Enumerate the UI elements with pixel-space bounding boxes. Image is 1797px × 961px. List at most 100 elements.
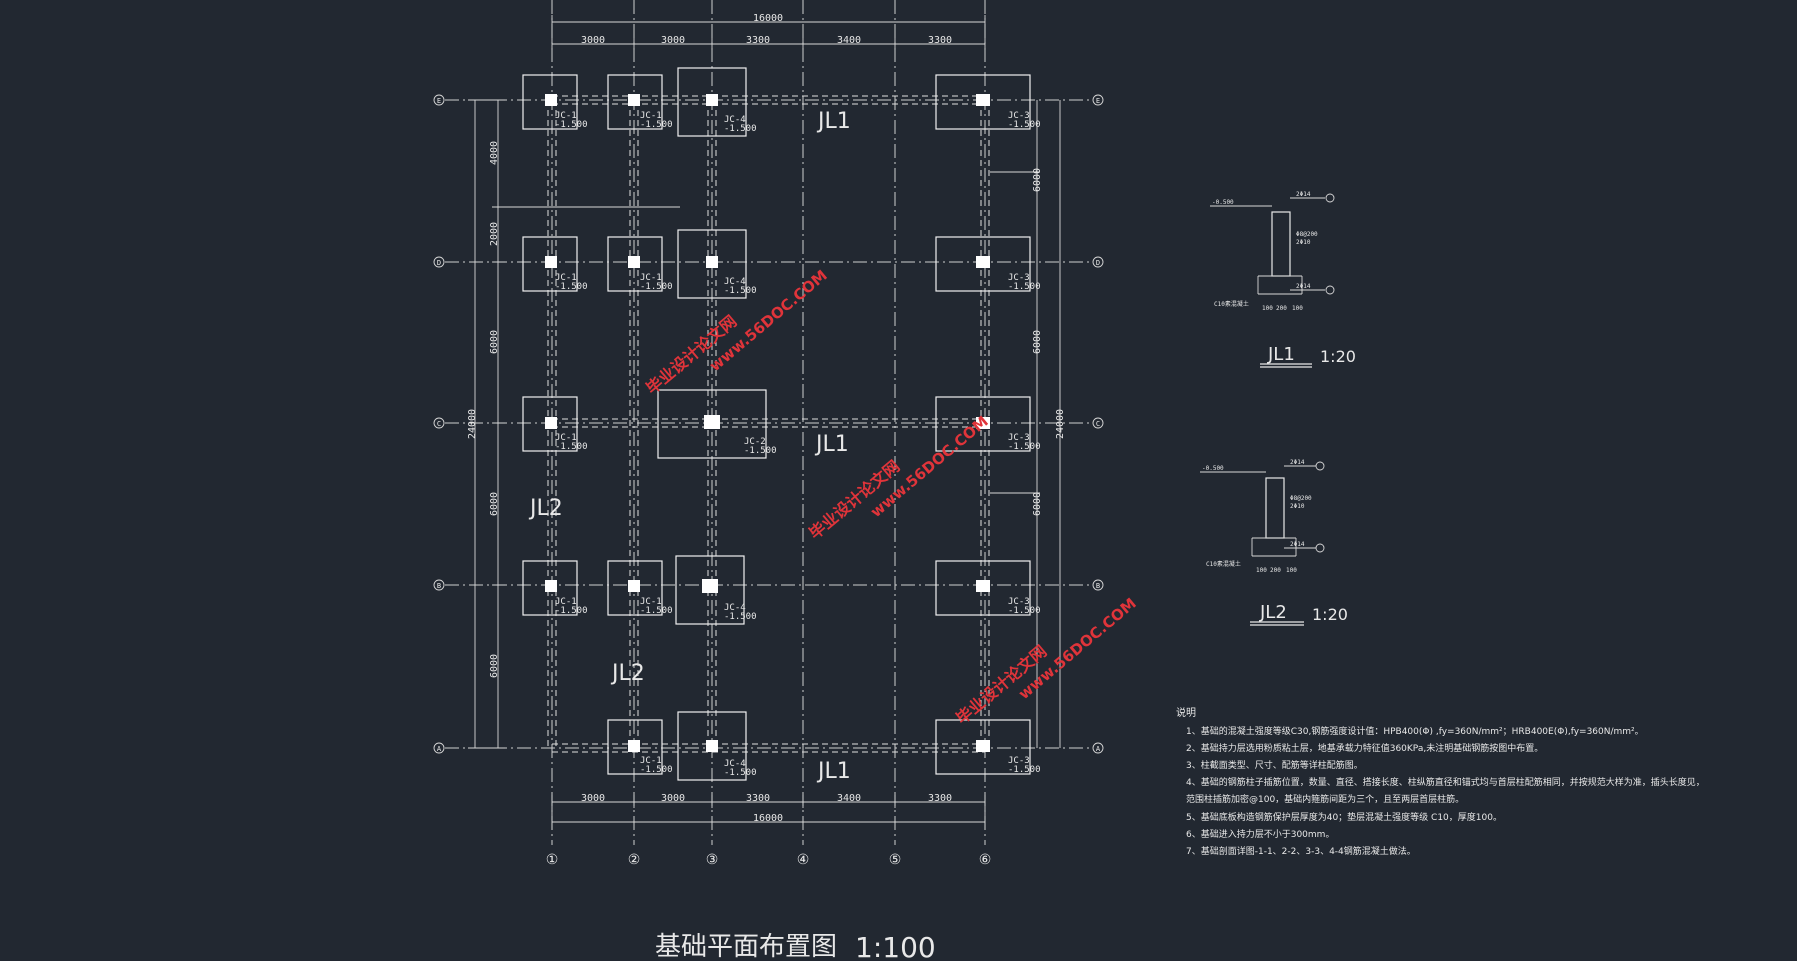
detail-jl2: -0.500 2Φ14 Φ8@200 2Φ10 2Φ14 C10素混凝土 100… <box>1200 459 1348 626</box>
dim-overall-right: 24000 <box>1055 409 1066 439</box>
col-bubble-4: ④ <box>797 852 810 868</box>
svg-text:100: 100 <box>1256 567 1267 574</box>
dim-top-3: 3300 <box>746 35 770 46</box>
svg-text:JC-2: JC-2 <box>744 437 766 447</box>
svg-text:JC-1: JC-1 <box>640 597 662 607</box>
svg-text:JL1: JL1 <box>814 432 849 457</box>
dim-bottom-2: 3000 <box>661 793 685 804</box>
note-item-7: 6、基础进入持力层不小于300mm。 <box>1186 828 1334 840</box>
svg-text:-1.500: -1.500 <box>724 124 757 134</box>
note-item-4: 4、基础的钢筋柱子插筋位置，数量、直径、搭接长度、柱纵筋直径和锚式均与首层柱配筋… <box>1186 776 1705 788</box>
svg-text:-1.500: -1.500 <box>640 765 673 775</box>
svg-text:2Φ14: 2Φ14 <box>1296 283 1311 290</box>
svg-text:C10素混凝土: C10素混凝土 <box>1206 560 1241 568</box>
svg-text:-0.500: -0.500 <box>1212 199 1234 206</box>
dim-left-5: 6000 <box>489 654 500 678</box>
col-bubble-3: ③ <box>706 852 719 868</box>
watermarks: 毕业设计论文网 www.56DOC.COM 毕业设计论文网 www.56DOC.… <box>642 266 1139 728</box>
svg-text:-1.500: -1.500 <box>555 282 588 292</box>
svg-text:100: 100 <box>1292 305 1303 312</box>
svg-text:JL2: JL2 <box>1259 602 1287 623</box>
row-bubble-d: D <box>433 256 445 268</box>
svg-text:JC-4: JC-4 <box>724 277 746 287</box>
dim-left-2: 2000 <box>489 222 500 246</box>
col-bubble-6: ⑥ <box>979 852 992 868</box>
svg-text:B: B <box>1096 582 1100 590</box>
svg-text:JC-4: JC-4 <box>724 759 746 769</box>
svg-text:JC-4: JC-4 <box>724 603 746 613</box>
dim-left-3: 6000 <box>489 330 500 354</box>
svg-text:JL1: JL1 <box>1267 344 1295 365</box>
svg-text:-1.500: -1.500 <box>1008 120 1041 130</box>
note-item-2: 2、基础持力层选用粉质粘土层，地基承载力特征值360KPa,未注明基础钢筋按图中… <box>1186 742 1543 754</box>
svg-text:E: E <box>437 97 441 105</box>
dim-bottom-5: 3300 <box>928 793 952 804</box>
svg-text:JC-3: JC-3 <box>1008 756 1030 766</box>
foundation-beams <box>547 95 990 753</box>
svg-text:-1.500: -1.500 <box>555 606 588 616</box>
svg-text:JC-1: JC-1 <box>555 597 577 607</box>
note-item-8: 7、基础剖面详图-1-1、2-2、3-3、4-4钢筋混凝土做法。 <box>1186 845 1416 857</box>
svg-text:JC-1: JC-1 <box>555 111 577 121</box>
svg-text:-1.500: -1.500 <box>1008 442 1041 452</box>
grid-bubbles: E D C B A E D C B A ① ② ③ ④ ⑤ ⑥ <box>433 94 1104 868</box>
svg-text:-1.500: -1.500 <box>640 120 673 130</box>
row-bubble-c: C <box>433 417 445 429</box>
row-bubble-b: B <box>433 579 445 591</box>
dim-overall-bottom: 16000 <box>753 813 783 824</box>
svg-text:-0.500: -0.500 <box>1202 465 1224 472</box>
side-dimensions: 24000 4000 2000 6000 6000 6000 24000 600… <box>467 99 1066 749</box>
row-bubble-a: A <box>433 742 445 754</box>
notes-heading: 说明 <box>1176 706 1196 719</box>
svg-text:A: A <box>437 745 442 753</box>
svg-text:JC-1: JC-1 <box>555 273 577 283</box>
row-bubble-b-right: B <box>1092 579 1104 591</box>
footings <box>522 67 1031 781</box>
svg-text:JC-3: JC-3 <box>1008 433 1030 443</box>
svg-text:JL1: JL1 <box>816 759 851 784</box>
plan-title-text: 基础平面布置图 <box>655 932 837 961</box>
svg-text:-1.500: -1.500 <box>640 606 673 616</box>
dim-top-2: 3000 <box>661 35 685 46</box>
svg-text:-1.500: -1.500 <box>744 446 777 456</box>
svg-text:2Φ14: 2Φ14 <box>1296 191 1311 198</box>
svg-text:Φ8@200: Φ8@200 <box>1296 231 1318 238</box>
svg-text:C: C <box>1096 420 1100 428</box>
dim-right-2: 6000 <box>1032 330 1043 354</box>
row-bubble-d-right: D <box>1092 256 1104 268</box>
svg-text:E: E <box>1096 97 1100 105</box>
svg-text:100: 100 <box>1262 305 1273 312</box>
row-bubble-e: E <box>433 94 445 106</box>
svg-text:A: A <box>1096 745 1101 753</box>
beam-labels: JL1 JL1 JL1 JL2 JL2 <box>528 109 851 784</box>
dim-bottom-4: 3400 <box>837 793 861 804</box>
svg-text:2Φ10: 2Φ10 <box>1296 239 1311 246</box>
note-item-6: 5、基础底板构造钢筋保护层厚度为40；垫层混凝土强度等级 C10，厚度100。 <box>1186 811 1502 823</box>
svg-text:2Φ14: 2Φ14 <box>1290 459 1305 466</box>
svg-text:2Φ14: 2Φ14 <box>1290 541 1305 548</box>
svg-text:-1.500: -1.500 <box>724 286 757 296</box>
grid-axes <box>445 0 1090 845</box>
row-bubble-a-right: A <box>1092 742 1104 754</box>
dim-left-1: 4000 <box>489 141 500 165</box>
dim-right-1: 6000 <box>1032 168 1043 192</box>
dim-top-5: 3300 <box>928 35 952 46</box>
col-bubble-5: ⑤ <box>889 852 902 868</box>
svg-text:JC-3: JC-3 <box>1008 597 1030 607</box>
dim-bottom-3: 3300 <box>746 793 770 804</box>
dim-overall-top: 16000 <box>753 13 783 24</box>
svg-text:JL1: JL1 <box>816 109 851 134</box>
svg-text:-1.500: -1.500 <box>1008 765 1041 775</box>
svg-text:100: 100 <box>1286 567 1297 574</box>
note-item-5: 范围柱插筋加密@100，基础内箍筋间距为三个，且至两层首层柱筋。 <box>1186 793 1464 805</box>
svg-text:1:20: 1:20 <box>1320 347 1356 366</box>
svg-text:C10素混凝土: C10素混凝土 <box>1214 300 1249 308</box>
svg-text:-1.500: -1.500 <box>724 612 757 622</box>
svg-text:JC-3: JC-3 <box>1008 111 1030 121</box>
note-item-3: 3、柱截面类型、尺寸、配筋等详柱配筋图。 <box>1186 759 1363 771</box>
svg-text:D: D <box>1096 259 1100 267</box>
dim-right-3: 6000 <box>1032 492 1043 516</box>
svg-text:JC-3: JC-3 <box>1008 273 1030 283</box>
bottom-dimensions: 3000 3000 3300 3400 3300 16000 <box>551 793 986 830</box>
